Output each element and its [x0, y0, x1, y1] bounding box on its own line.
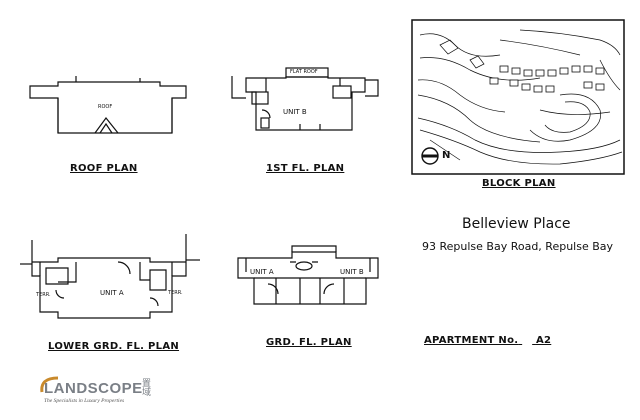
roof-plan-drawing: [29, 76, 187, 134]
landscope-logo: LANDSCOPE: [44, 380, 143, 397]
apartment-number: A2: [535, 335, 552, 346]
logo-swoosh-icon: [40, 376, 59, 393]
first-floor-plan-caption: 1ST FL. PLAN: [266, 163, 345, 174]
property-name: Belleview Place: [462, 216, 571, 232]
first-floor-plan-drawing: [231, 67, 379, 131]
block-plan-caption: BLOCK PLAN: [482, 178, 556, 189]
roof-label: ROOF: [98, 104, 113, 110]
ground-floor-plan-drawing: [237, 245, 379, 305]
first-floor-unit-label: UNIT B: [283, 108, 307, 116]
north-label: N: [442, 150, 451, 161]
ground-unit-b-label: UNIT B: [340, 268, 364, 276]
property-address: 93 Repulse Bay Road, Repulse Bay: [422, 240, 614, 253]
apartment-label: APARTMENT No. A2: [424, 335, 551, 346]
lower-ground-left-terrace-tag: TERR.: [36, 292, 51, 298]
north-arrow-icon: [421, 147, 439, 165]
lower-ground-right-terrace-tag: TERR.: [168, 290, 183, 296]
lower-ground-unit-label: UNIT A: [100, 289, 124, 297]
ground-unit-a-label: UNIT A: [250, 268, 274, 276]
ground-floor-plan-caption: GRD. FL. PLAN: [266, 337, 352, 348]
block-plan-drawing: [411, 19, 625, 175]
lower-ground-floor-plan-caption: LOWER GRD. FL. PLAN: [48, 341, 180, 352]
logo-chinese-mark: 置域: [142, 379, 152, 398]
apartment-label-text: APARTMENT No.: [424, 335, 519, 346]
lower-ground-floor-plan-drawing: [20, 234, 200, 319]
logo-tagline: The Specialists in Luxury Properties: [44, 398, 125, 404]
roof-plan-caption: ROOF PLAN: [70, 163, 138, 174]
flat-roof-label: FLAT ROOF: [290, 69, 318, 75]
